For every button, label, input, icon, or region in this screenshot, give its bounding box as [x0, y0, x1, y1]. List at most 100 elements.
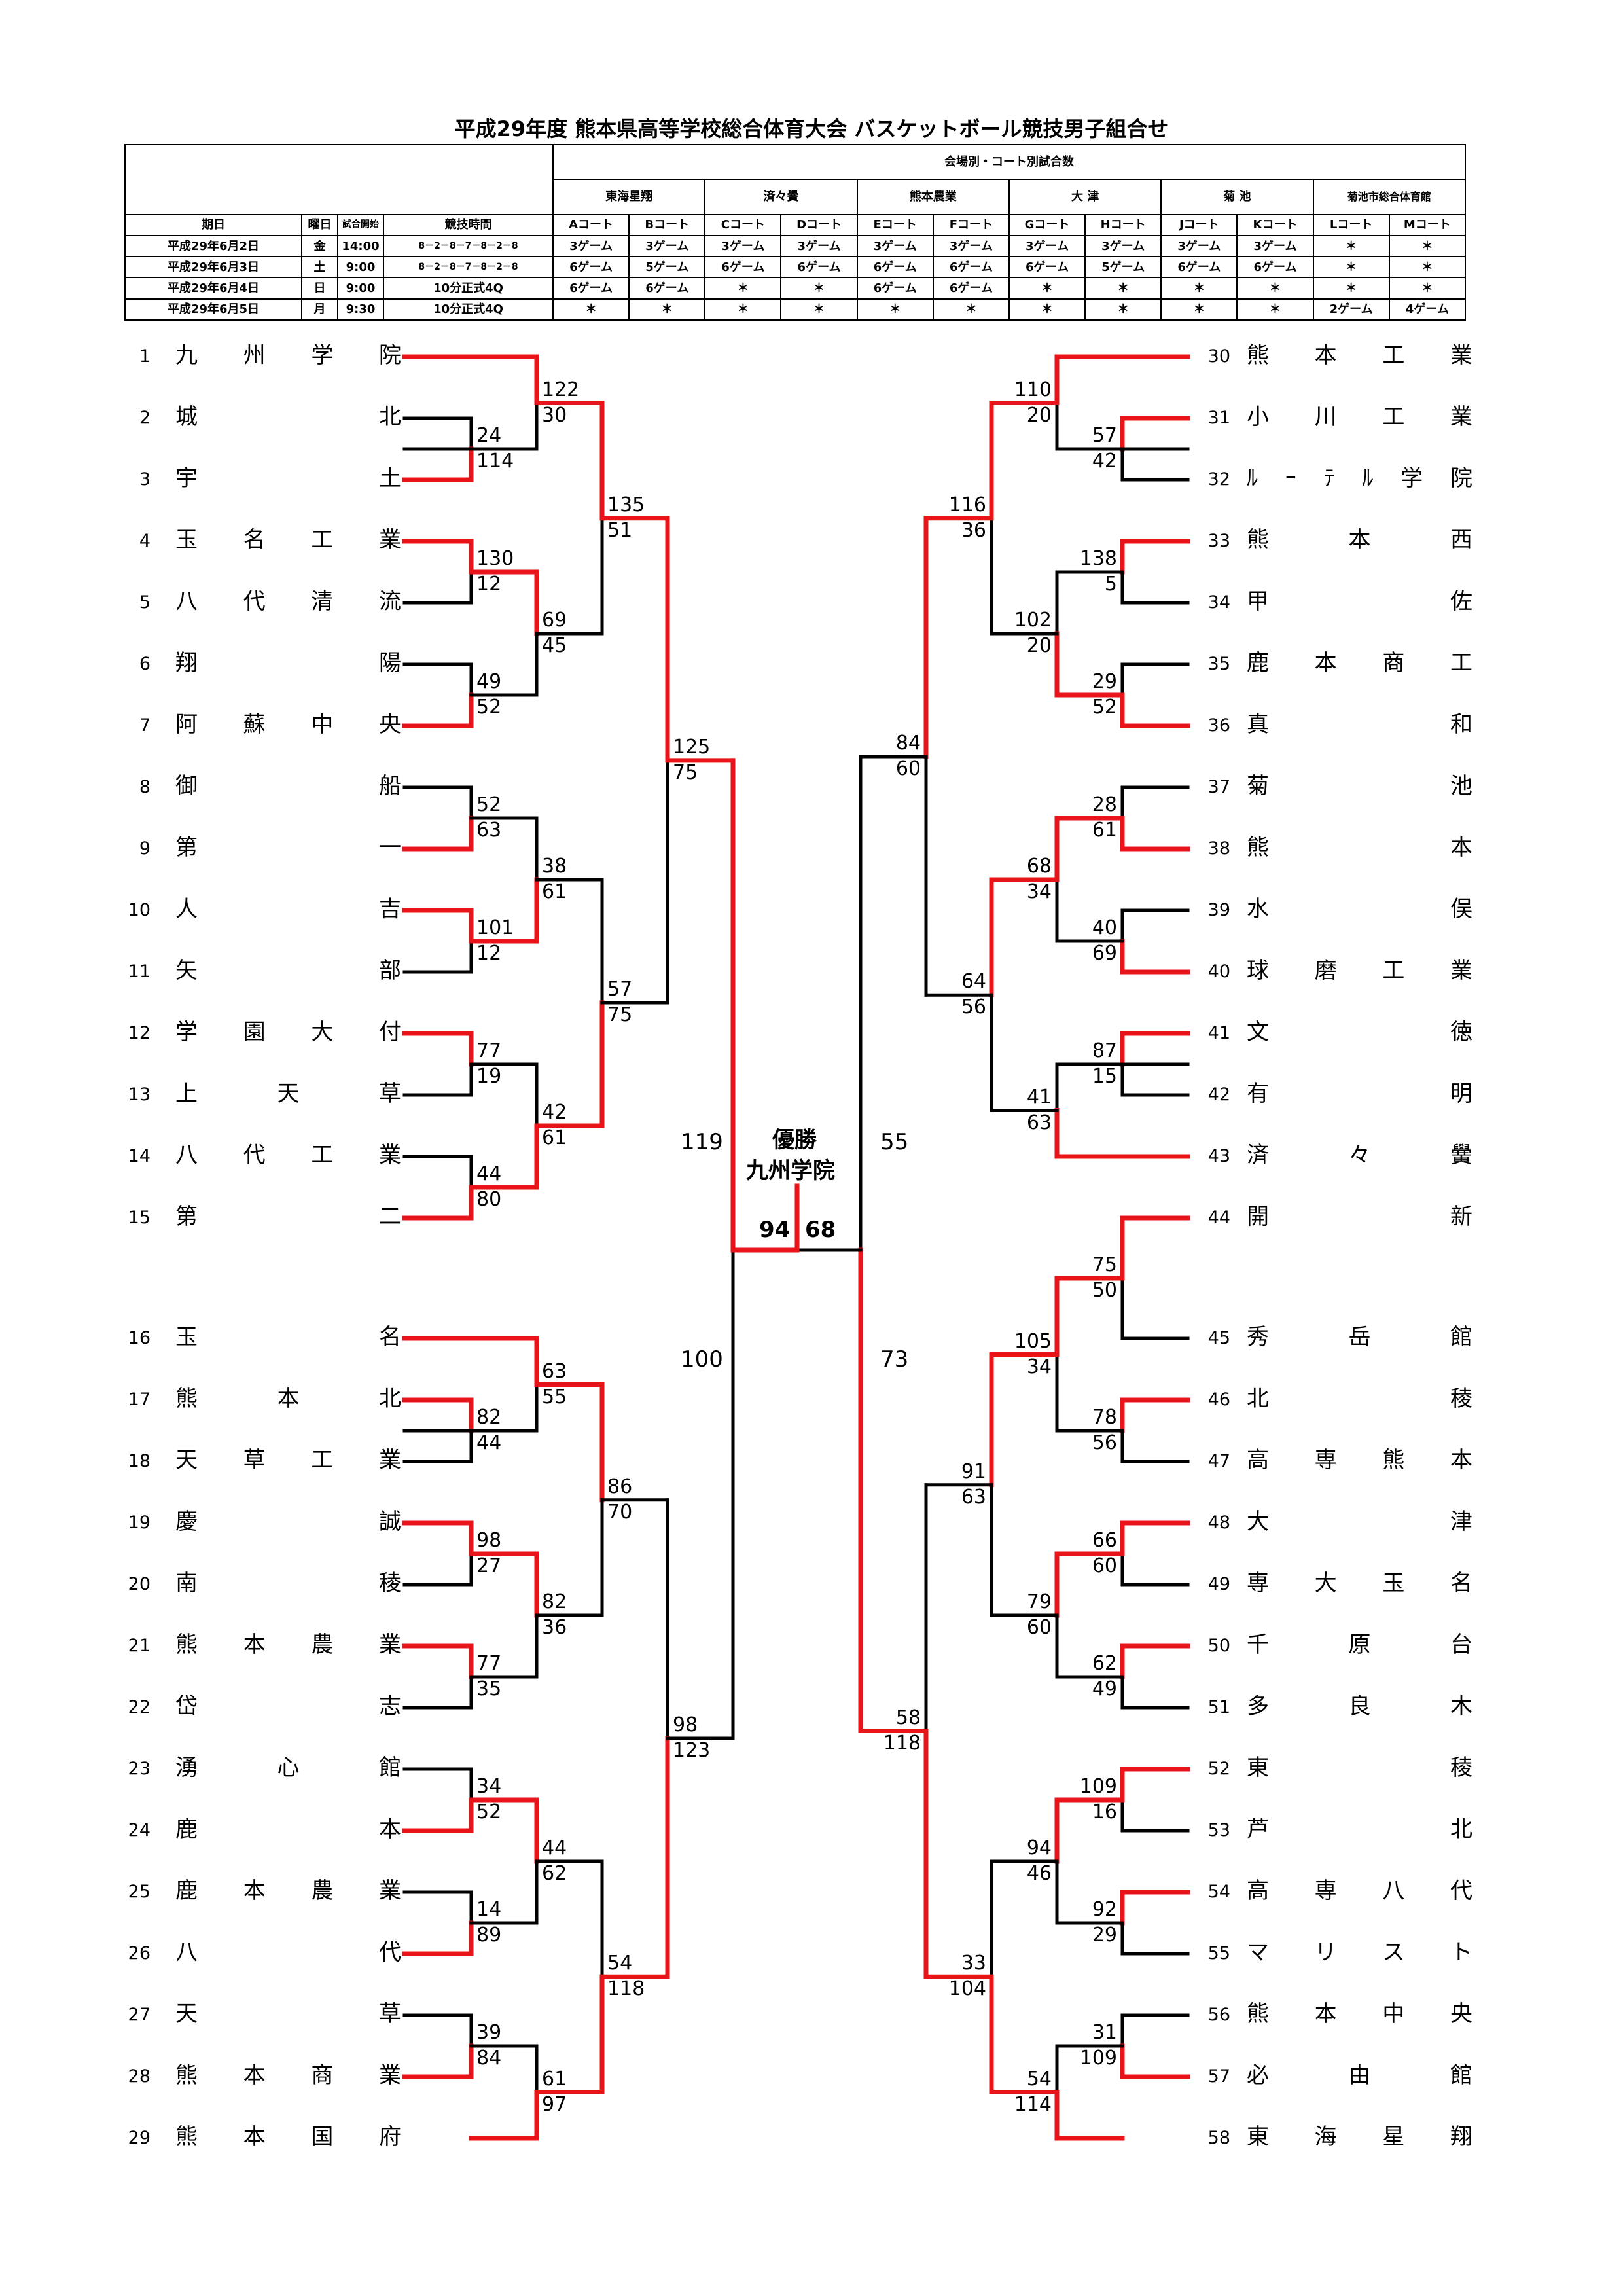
court-cell: Dコート [780, 213, 858, 236]
score-label: 28 [1092, 793, 1117, 816]
score-label: 69 [542, 609, 567, 632]
score-label: 55 [542, 1385, 567, 1408]
score-label: 98 [476, 1529, 502, 1552]
team-number: 17 [128, 1390, 151, 1410]
team-number: 50 [1207, 1636, 1230, 1656]
score-label: 16 [1092, 1801, 1117, 1823]
team-name: マリスト [1247, 1939, 1472, 1965]
col-start-header: 試合開始 [337, 213, 384, 236]
score-label: 94 [1026, 1837, 1052, 1859]
schedule-start: 14:00 [337, 234, 384, 258]
page-title: 平成29年度 熊本県高等学校総合体育大会 バスケットボール競技男子組合せ [454, 117, 1169, 141]
score-label: 92 [1092, 1898, 1117, 1921]
score-label: 40 [1092, 916, 1117, 939]
schedule-day: 土 [301, 256, 338, 279]
team-name: 必由館 [1247, 2062, 1472, 2089]
score-label: 79 [1026, 1590, 1052, 1613]
team-number: 51 [1207, 1697, 1230, 1717]
semi-score-label: 119 [681, 1129, 723, 1155]
score-label: 41 [1026, 1085, 1052, 1109]
score-label: 62 [1092, 1652, 1117, 1675]
court-cell: Mコート [1388, 213, 1467, 236]
team-name: 鹿本農業 [175, 1878, 401, 1904]
team-number: 37 [1207, 777, 1230, 797]
games-cell: 6ゲーム [1008, 256, 1086, 279]
team-number: 8 [139, 777, 151, 797]
team-number: 54 [1207, 1882, 1230, 1902]
team-name: 真和 [1247, 711, 1472, 738]
score-label: 49 [476, 670, 502, 693]
score-label: 36 [542, 1616, 567, 1639]
games-cell: ＊ [1008, 298, 1086, 321]
score-label: 12 [476, 573, 502, 596]
team-number: 56 [1207, 2005, 1230, 2025]
team-name: 甲佐 [1247, 588, 1472, 615]
score-label: 104 [948, 1977, 986, 2001]
team-number: 6 [139, 654, 151, 674]
games-cell: ＊ [856, 298, 934, 321]
score-label: 30 [542, 403, 567, 427]
schedule-time: 10分正式4Q [383, 298, 554, 321]
team-name: 阿蘇中央 [175, 711, 401, 738]
score-label: 78 [1092, 1406, 1117, 1429]
score-label: 29 [1092, 1924, 1117, 1946]
team-name: 宇土 [175, 465, 401, 492]
score-label: 58 [895, 1706, 921, 1729]
champion-label: 優勝 [772, 1127, 817, 1153]
team-name: 熊本北 [175, 1386, 401, 1412]
team-number: 3 [139, 469, 151, 490]
team-name: 東海星翔 [1247, 2124, 1472, 2150]
team-name: 多良木 [1247, 1693, 1472, 1719]
score-label: 57 [607, 978, 633, 1001]
games-cell: 6ゲーム [628, 277, 706, 300]
score-label: 27 [476, 1554, 502, 1577]
court-cell: Kコート [1236, 213, 1314, 236]
team-number: 43 [1207, 1146, 1230, 1166]
score-label: 31 [1092, 2021, 1117, 2044]
court-cell: Jコート [1160, 213, 1238, 236]
schedule-time: 8－2－8－7－8－2－8 [383, 256, 554, 279]
team-number: 49 [1207, 1574, 1230, 1594]
score-label: 123 [673, 1739, 711, 1762]
score-label: 91 [961, 1460, 986, 1483]
games-cell: ＊ [1388, 277, 1467, 300]
score-label: 70 [607, 1500, 633, 1524]
games-cell: ＊ [704, 298, 782, 321]
games-cell: 3ゲーム [780, 234, 858, 258]
score-label: 39 [476, 2021, 502, 2044]
team-name: ﾙｰﾃﾙ学院 [1247, 465, 1472, 492]
team-number: 16 [128, 1328, 151, 1348]
team-number: 35 [1207, 654, 1230, 674]
games-cell: 3ゲーム [1084, 234, 1162, 258]
team-number: 2 [139, 408, 151, 428]
games-cell: 3ゲーム [1160, 234, 1238, 258]
schedule-date: 平成29年6月4日 [124, 277, 302, 300]
games-cell: ＊ [1388, 234, 1467, 258]
score-label: 52 [476, 696, 502, 719]
team-name: 八代 [175, 1939, 401, 1965]
team-name: 高専熊本 [1247, 1447, 1472, 1473]
team-number: 25 [128, 1882, 151, 1902]
team-name: 菊池 [1247, 773, 1472, 799]
team-number: 38 [1207, 838, 1230, 859]
games-cell: 3ゲーム [856, 234, 934, 258]
team-number: 44 [1207, 1208, 1230, 1228]
court-cell: Eコート [856, 213, 934, 236]
team-number: 27 [128, 2005, 151, 2025]
games-cell: ＊ [1236, 298, 1314, 321]
score-label: 12 [476, 942, 502, 965]
team-name: 小川工業 [1247, 404, 1472, 430]
team-number: 7 [139, 715, 151, 736]
team-name: 東稜 [1247, 1755, 1472, 1781]
score-label: 77 [476, 1039, 502, 1062]
score-label: 35 [476, 1677, 502, 1700]
team-name: 城北 [175, 404, 401, 430]
team-name: 熊本農業 [175, 1632, 401, 1658]
team-name: 矢部 [175, 958, 401, 984]
score-label: 60 [1092, 1554, 1117, 1577]
final-score-left: 94 [759, 1217, 791, 1243]
score-label: 42 [1092, 450, 1117, 473]
score-label: 101 [476, 916, 514, 939]
games-cell: ＊ [1160, 277, 1238, 300]
schedule-date: 平成29年6月2日 [124, 234, 302, 258]
